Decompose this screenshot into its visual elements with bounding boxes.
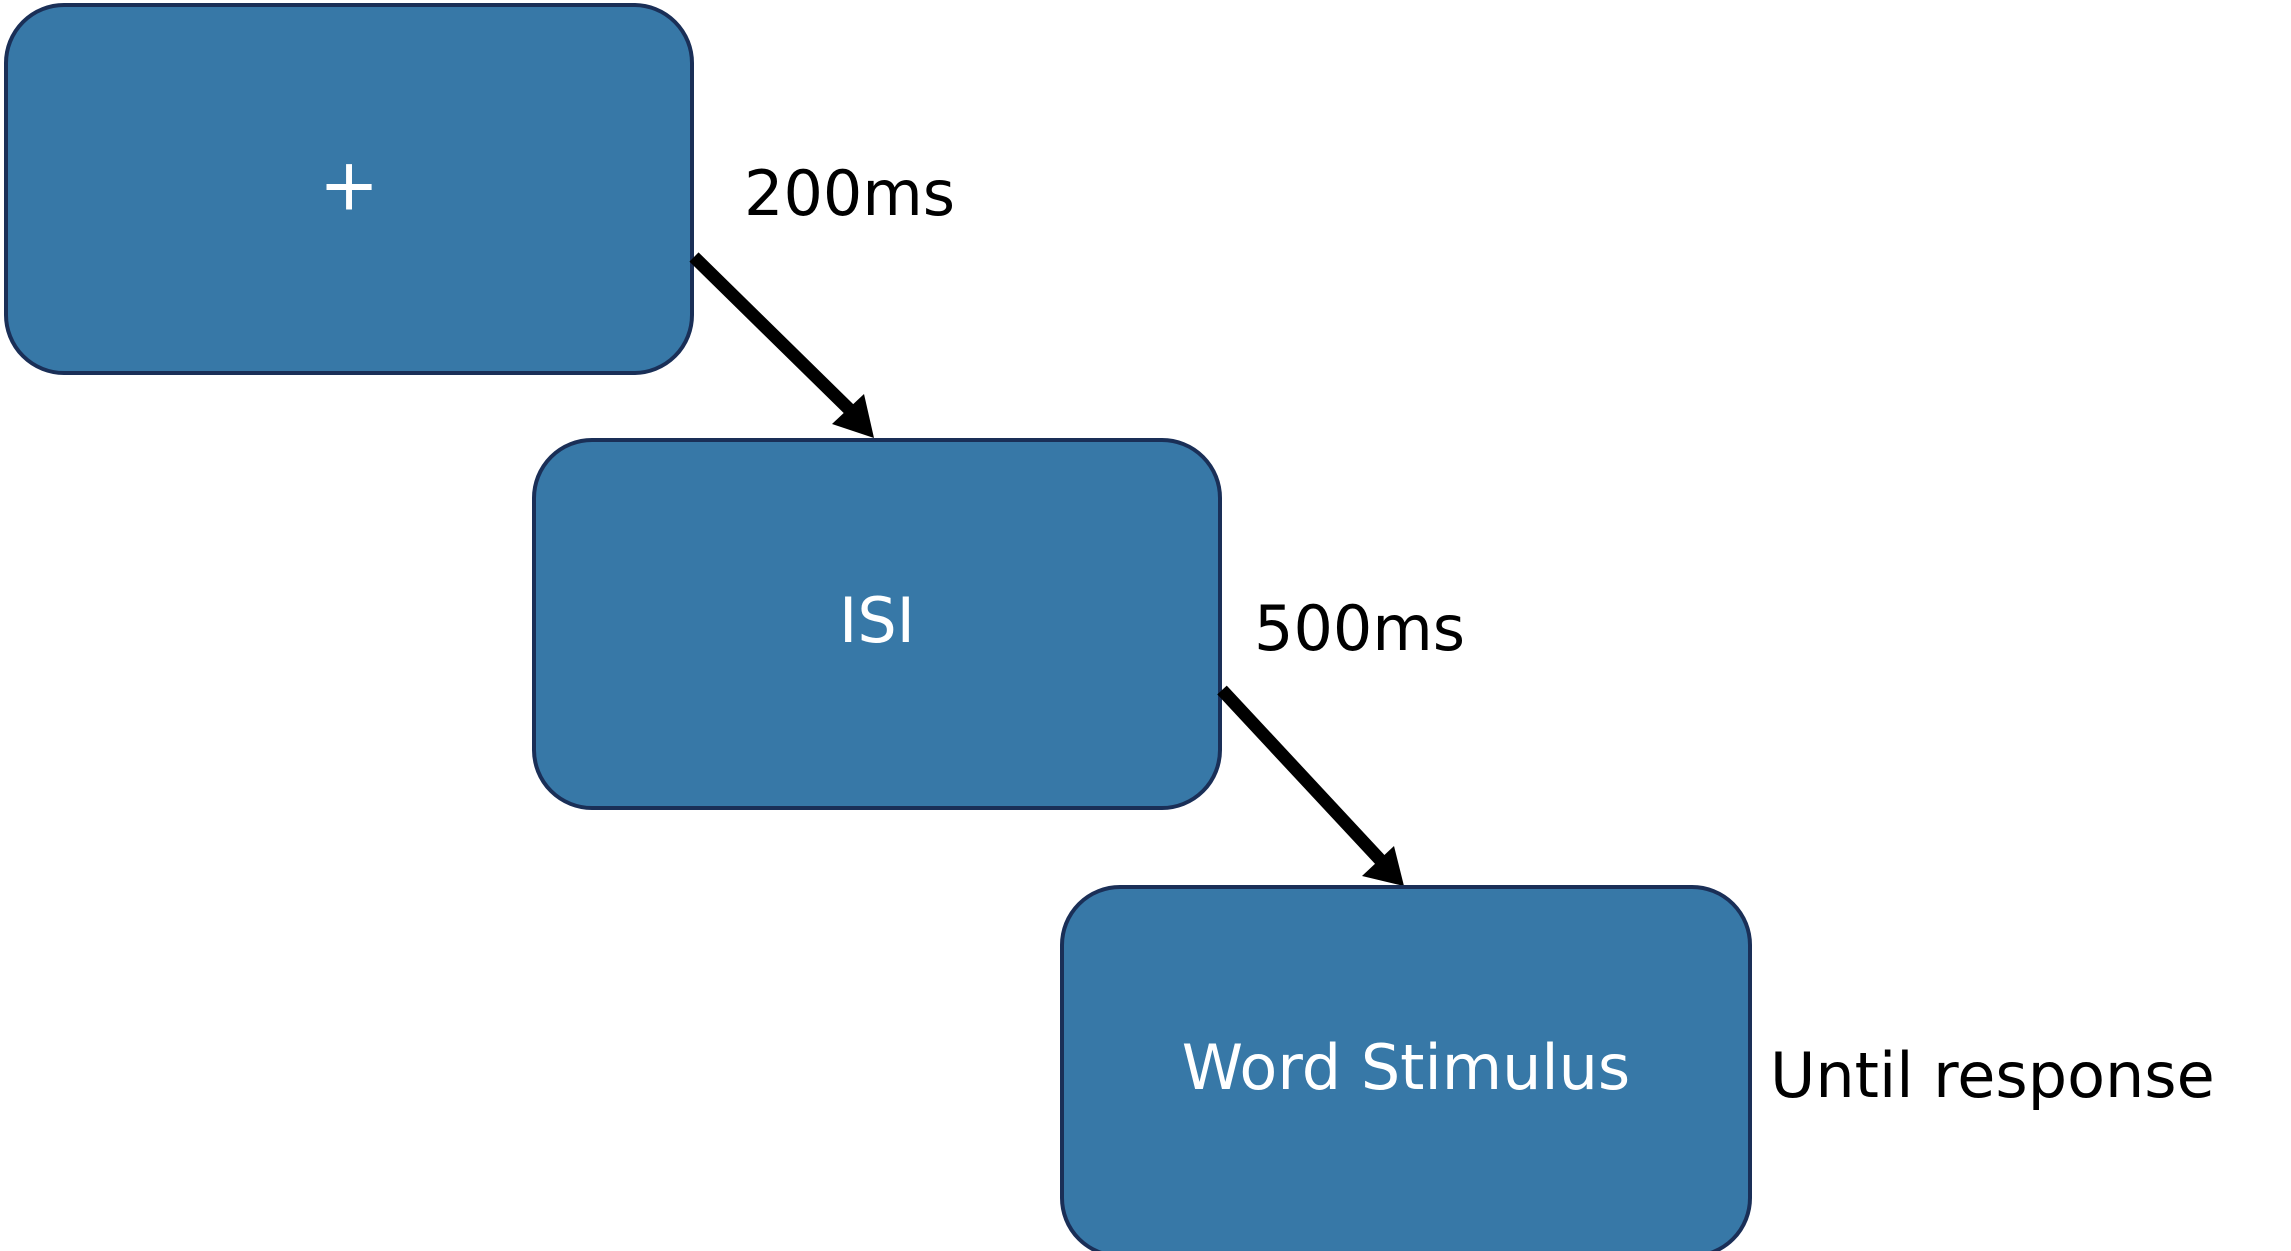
- arrow-isi-to-word: [1217, 685, 1404, 886]
- word-stimulus-label: Word Stimulus: [1182, 1031, 1630, 1104]
- isi-box: [532, 438, 1222, 810]
- isi-label: ISI: [839, 584, 915, 657]
- arrow-shaft: [1217, 685, 1389, 869]
- fixation-duration: 200ms: [744, 157, 955, 230]
- fixation-step: + 200ms: [4, 3, 955, 375]
- word-stimulus-box: [1060, 885, 1752, 1251]
- word-stimulus-step: Word Stimulus Until response: [1060, 885, 2215, 1251]
- arrow-head: [832, 394, 874, 438]
- arrow-head: [1362, 846, 1404, 886]
- fixation-box: [4, 3, 694, 375]
- isi-duration: 500ms: [1254, 592, 1465, 665]
- isi-step: ISI 500ms: [532, 438, 1465, 810]
- arrow-shaft: [689, 252, 860, 420]
- fixation-label: +: [319, 143, 379, 227]
- word-stimulus-duration: Until response: [1770, 1039, 2215, 1112]
- arrow-fixation-to-isi: [689, 252, 874, 438]
